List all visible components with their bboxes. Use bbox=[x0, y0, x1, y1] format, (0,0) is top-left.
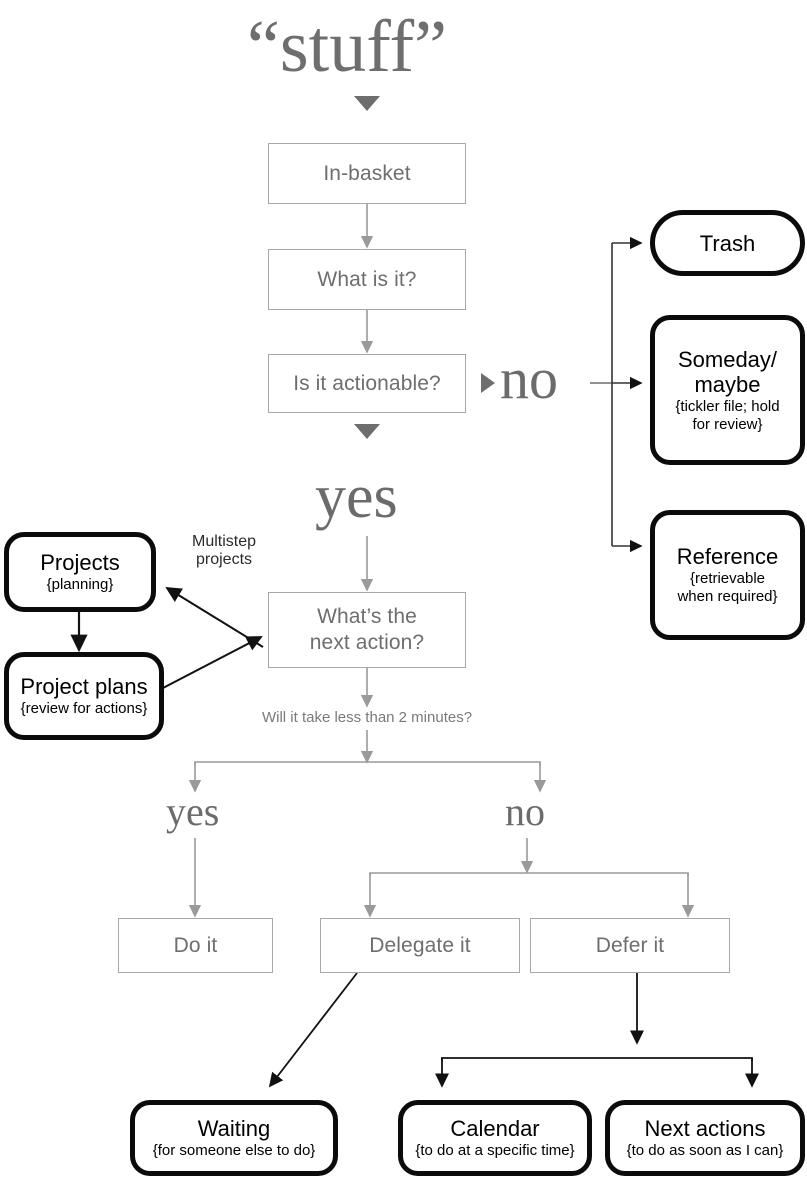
node-is-it-actionable[interactable]: Is it actionable? bbox=[268, 354, 466, 413]
label-multistep-projects: Multistep projects bbox=[191, 533, 257, 568]
node-someday-maybe-sublabel: {tickler file; hold for review} bbox=[675, 397, 780, 433]
node-project-plans[interactable]: Project plans {review for actions} bbox=[4, 652, 164, 740]
caret-right-no bbox=[481, 373, 495, 393]
node-projects-label: Projects bbox=[40, 550, 120, 575]
page-title: “stuff” bbox=[247, 6, 447, 88]
label-two-minutes-question: Will it take less than 2 minutes? bbox=[261, 709, 473, 726]
node-what-is-it-label: What is it? bbox=[317, 267, 417, 291]
node-what-is-it[interactable]: What is it? bbox=[268, 249, 466, 310]
label-no-top: no bbox=[500, 346, 558, 411]
node-do-it-label: Do it bbox=[173, 933, 218, 957]
node-calendar-sublabel: {to do at a specific time} bbox=[415, 1142, 575, 1159]
node-do-it[interactable]: Do it bbox=[118, 918, 273, 973]
node-delegate-it[interactable]: Delegate it bbox=[320, 918, 520, 973]
node-waiting-sublabel: {for someone else to do} bbox=[152, 1142, 316, 1159]
node-whats-the-next-action[interactable]: What’s the next action? bbox=[268, 592, 466, 668]
label-yes-branch: yes bbox=[166, 789, 220, 834]
node-waiting-label: Waiting bbox=[197, 1116, 271, 1141]
node-whats-the-next-action-label: What’s the next action? bbox=[309, 605, 425, 654]
node-delegate-it-label: Delegate it bbox=[369, 933, 471, 957]
node-calendar-label: Calendar bbox=[450, 1116, 540, 1141]
node-someday-maybe-label: Someday/ maybe bbox=[677, 346, 778, 397]
node-defer-it-label: Defer it bbox=[595, 933, 665, 957]
node-defer-it[interactable]: Defer it bbox=[530, 918, 730, 973]
node-next-actions[interactable]: Next actions {to do as soon as I can} bbox=[605, 1100, 805, 1176]
node-trash[interactable]: Trash bbox=[650, 210, 805, 276]
node-projects-sublabel: {planning} bbox=[46, 576, 114, 593]
node-is-it-actionable-label: Is it actionable? bbox=[293, 371, 441, 395]
caret-down-title bbox=[354, 96, 380, 111]
node-next-actions-sublabel: {to do as soon as I can} bbox=[626, 1142, 784, 1159]
node-reference[interactable]: Reference {retrievable when required} bbox=[650, 510, 805, 640]
node-projects[interactable]: Projects {planning} bbox=[4, 532, 156, 612]
node-in-basket-label: In-basket bbox=[323, 161, 411, 185]
label-no-branch: no bbox=[505, 789, 545, 834]
node-calendar[interactable]: Calendar {to do at a specific time} bbox=[398, 1100, 592, 1176]
node-waiting[interactable]: Waiting {for someone else to do} bbox=[130, 1100, 338, 1176]
node-someday-maybe[interactable]: Someday/ maybe {tickler file; hold for r… bbox=[650, 315, 805, 465]
node-in-basket[interactable]: In-basket bbox=[268, 143, 466, 204]
node-next-actions-label: Next actions bbox=[644, 1116, 766, 1141]
node-reference-sublabel: {retrievable when required} bbox=[677, 570, 778, 605]
node-trash-label: Trash bbox=[699, 230, 756, 256]
node-project-plans-sublabel: {review for actions} bbox=[20, 700, 148, 717]
node-project-plans-label: Project plans bbox=[20, 674, 148, 699]
node-reference-label: Reference bbox=[676, 544, 779, 569]
caret-down-yes bbox=[354, 424, 380, 439]
label-yes-main: yes bbox=[315, 463, 398, 531]
